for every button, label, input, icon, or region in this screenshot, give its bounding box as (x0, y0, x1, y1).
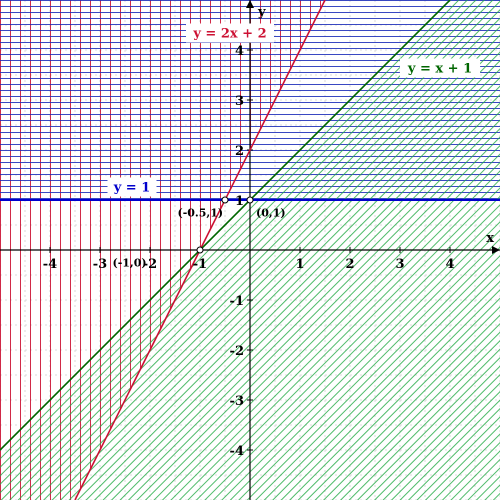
x-tick-label: 1 (295, 257, 304, 272)
y-tick-label: 3 (235, 94, 244, 109)
y-axis-label: y (257, 5, 266, 20)
labels: -4 -3 -2 -1 1 2 3 4 4 3 2 1 -1 -2 -3 -4 x y y = 2x + 2 y = … (43, 5, 494, 459)
label-blue-line-box (107, 177, 157, 197)
x-tick-label: 3 (395, 257, 404, 272)
x-tick-label: -3 (93, 257, 107, 272)
x-axis-arrow (492, 246, 500, 254)
intersection-point (221, 196, 229, 204)
x-tick-label: 4 (445, 257, 454, 272)
x-tick-label: -4 (43, 257, 57, 272)
intersection-point (196, 246, 204, 254)
y-tick-label: 1 (235, 194, 244, 209)
y-axis-arrow (246, 0, 254, 8)
label-red-line: y = 2x + 2 (186, 23, 274, 43)
point-label: (-0.5,1) (178, 207, 224, 220)
y-tick-label: -2 (230, 344, 244, 359)
point-label: (-1,0) (113, 257, 147, 270)
label-green-line-text: y = x + 1 (407, 62, 472, 77)
label-blue-line-text: y = 1 (113, 181, 151, 196)
y-tick-label: -4 (230, 444, 244, 459)
label-blue-line: y = 1 (107, 177, 157, 197)
x-tick-label: 2 (345, 257, 354, 272)
label-green-line-box (399, 58, 481, 78)
point-label: (0,1) (256, 207, 286, 220)
label-red-line-box (186, 23, 274, 43)
y-tick-label: -1 (230, 294, 244, 309)
y-tick-label: 2 (235, 144, 244, 159)
line-green (0, 0, 451, 451)
label-red-line-text: y = 2x + 2 (192, 27, 266, 42)
x-tick-label: -2 (143, 257, 157, 272)
x-tick-label: -1 (193, 257, 207, 272)
label-green-line: y = x + 1 (399, 58, 481, 78)
intersection-point (246, 196, 254, 204)
x-axis-label: x (486, 231, 494, 246)
y-tick-label: 4 (235, 44, 244, 59)
y-tick-label: -3 (230, 394, 244, 409)
